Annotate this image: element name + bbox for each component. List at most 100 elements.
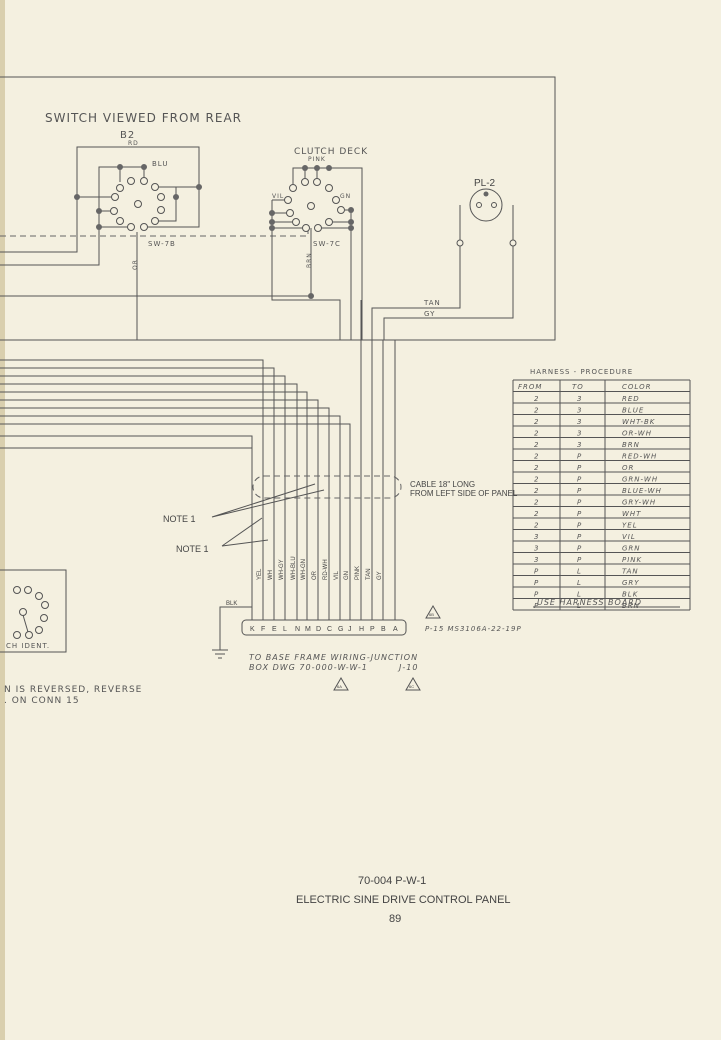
- bundle-wire: [0, 447, 253, 620]
- wire-color-label: RD-WH: [323, 559, 329, 580]
- column-header-to: TO: [572, 383, 584, 391]
- cell-to: P: [577, 533, 582, 541]
- cell-to: P: [577, 545, 582, 553]
- connector-pin: L: [283, 626, 287, 633]
- cell-from: P: [534, 568, 539, 576]
- ground-wire: [212, 606, 253, 659]
- wire-color-label: WH-GN: [301, 559, 307, 580]
- wire-color-label: GN: [344, 571, 350, 580]
- connector-pin: C: [327, 626, 332, 633]
- bundle-wire: [0, 423, 351, 620]
- harness-procedure-table: HARNESS - PROCEDURE FROM TO COLOR USE HA…: [512, 368, 691, 611]
- cell-to: 3: [577, 430, 582, 438]
- cell-color: GRY-WH: [622, 499, 656, 507]
- wire-label-blk: BLK: [226, 601, 237, 607]
- bundle-wire: [0, 359, 264, 620]
- table-footer-note: USE HARNESS BOARD: [537, 598, 642, 607]
- table-row: 2 3 RED: [534, 395, 640, 403]
- cell-to: P: [577, 476, 582, 484]
- cell-to: P: [577, 464, 582, 472]
- switch-name: SW-7B: [148, 240, 176, 248]
- bundle-wire: [0, 391, 308, 620]
- connector-pin: P: [370, 626, 375, 633]
- cell-to: L: [577, 579, 582, 587]
- connector-pin: M: [305, 626, 311, 633]
- wire-label-rd: RD: [128, 140, 139, 147]
- cell-from: 2: [534, 510, 539, 518]
- cell-to: P: [577, 499, 582, 507]
- panel-frame: [0, 76, 556, 341]
- cell-to: L: [577, 602, 582, 610]
- bundle-wire: [0, 375, 286, 620]
- destination-line-3: J-10: [397, 663, 418, 672]
- wire-color-label: WH-BLU: [291, 556, 297, 580]
- cell-color: GRN: [622, 545, 641, 553]
- cable-note-length: CABLE 18" LONG: [410, 480, 475, 489]
- cell-color: WHT: [622, 510, 641, 518]
- cell-from: P: [534, 591, 539, 599]
- connector-pin: F: [261, 626, 265, 633]
- wire-label-gy: GY: [424, 310, 435, 318]
- wire-color-label: GY: [377, 571, 383, 580]
- cell-color: RED: [622, 395, 640, 403]
- cell-color: YEL: [622, 522, 638, 530]
- wire-label-pink: PINK: [308, 156, 326, 163]
- cell-color: GRY: [622, 579, 640, 587]
- cell-from: 2: [534, 418, 539, 426]
- left-note-line-2: . ON CONN 15: [4, 696, 80, 706]
- cell-to: 3: [577, 395, 582, 403]
- wire-color-label: WH-GY: [279, 559, 285, 580]
- cell-from: P: [534, 579, 539, 587]
- connector-pin: J: [348, 626, 352, 633]
- cell-to: 3: [577, 407, 582, 415]
- revision-mark: 6A: [337, 684, 342, 689]
- switch-name: SW-7C: [313, 240, 341, 248]
- cell-to: P: [577, 487, 582, 495]
- wire-color-label: VIL: [334, 570, 340, 580]
- connector-pin: E: [272, 626, 277, 633]
- cell-color: BLUE-WH: [622, 487, 662, 495]
- table-row: P L BLK: [534, 591, 639, 599]
- cell-color: OR-WH: [622, 430, 652, 438]
- cable-note-origin: FROM LEFT SIDE OF PANEL: [410, 489, 518, 498]
- bundle-wire: [0, 407, 330, 620]
- connector-pin: N: [295, 626, 300, 633]
- connector-pin: K: [250, 626, 255, 633]
- wire-color-label: YEL: [257, 568, 263, 580]
- switch-sw-7b: B2 RD BLU SW-7B OR: [0, 130, 202, 340]
- bundle-wire: [0, 367, 275, 620]
- cell-from: 2: [534, 487, 539, 495]
- cell-to: P: [577, 453, 582, 461]
- page-number: 89: [389, 913, 401, 925]
- connector-pin: H: [359, 626, 364, 633]
- cell-from: 2: [534, 476, 539, 484]
- connector-pin: G: [338, 626, 343, 633]
- cell-to: 3: [577, 418, 582, 426]
- cell-color: BRN: [622, 441, 640, 449]
- cell-from: 3: [534, 556, 539, 564]
- cell-from: 2: [534, 395, 539, 403]
- wire-color-label: TAN: [366, 568, 372, 580]
- cell-to: L: [577, 591, 582, 599]
- wire-label-vil: VIL: [272, 193, 284, 200]
- cell-color: BLK: [622, 591, 639, 599]
- lamp-label: PL-2: [474, 178, 496, 189]
- column-header-from: FROM: [518, 383, 542, 391]
- cell-from: 2: [534, 522, 539, 530]
- cell-color: GRN-WH: [622, 476, 658, 484]
- connector-p-15: [241, 619, 407, 636]
- cell-color: VIL: [622, 533, 636, 541]
- switch-ident-box: [0, 569, 67, 653]
- cell-color: WHT-BK: [622, 418, 656, 426]
- cell-to: P: [577, 510, 582, 518]
